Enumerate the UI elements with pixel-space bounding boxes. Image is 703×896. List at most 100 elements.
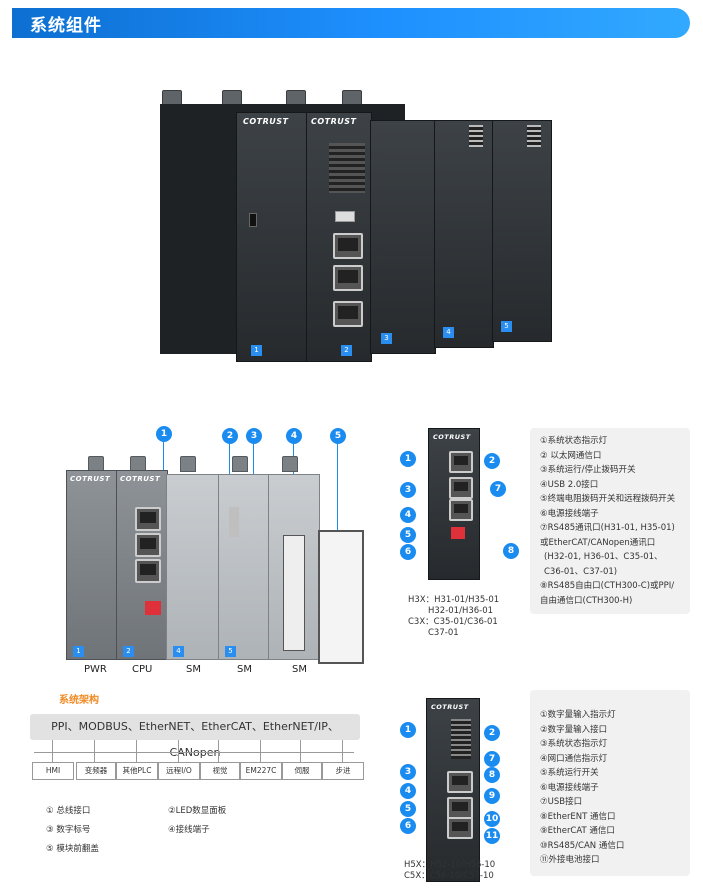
cpu-led-panel bbox=[329, 143, 365, 193]
ethernet-port bbox=[135, 559, 161, 583]
photo-brand-pwr: COTRUST bbox=[243, 117, 289, 126]
device-inverter: 变频器 bbox=[76, 762, 116, 780]
desc-item: ⑦USB接口 bbox=[540, 797, 583, 807]
legend-item: ① 总线接口 bbox=[46, 806, 91, 816]
diagram-brand-pwr: COTRUST bbox=[70, 475, 111, 483]
desc-item: 自由通信口(CTH300-H) bbox=[540, 595, 633, 606]
module-label-sm3: SM bbox=[292, 664, 307, 675]
ethernet-port bbox=[135, 533, 161, 557]
cpu-models: H3X：H31-01/H35-01 H32-01/H36-01 C3X：C35-… bbox=[408, 595, 528, 639]
device-servo: 伺服 bbox=[282, 762, 322, 780]
protocol-connector bbox=[178, 740, 179, 762]
mount-tab bbox=[232, 456, 248, 472]
cpu-description-panel: ①系统状态指示灯 ② 以太网通信口 ③系统运行/停止拨码开关 ④USB 2.0接… bbox=[530, 428, 690, 614]
photo-module-pwr: COTRUST 1 bbox=[236, 112, 308, 362]
callout-line bbox=[163, 442, 164, 472]
model-line: H5X：H52-10/H56-10 bbox=[404, 860, 496, 870]
photo-brand-cpu: COTRUST bbox=[311, 117, 357, 126]
callout-line bbox=[337, 444, 338, 530]
module-leds bbox=[469, 125, 483, 147]
cpu-description-list: ①系统状态指示灯 ② 以太网通信口 ③系统运行/停止拨码开关 ④USB 2.0接… bbox=[540, 434, 675, 608]
desc-item: ④USB 2.0接口 bbox=[540, 479, 599, 490]
system-architecture-title: 系统架构 bbox=[59, 695, 99, 706]
model-line: C3X：C35-01/C36-01 bbox=[408, 617, 498, 627]
h5-front-module: COTRUST bbox=[426, 698, 480, 882]
ethernet-port bbox=[447, 771, 473, 793]
module-label-sm2: SM bbox=[237, 664, 252, 675]
ethernet-port bbox=[135, 507, 161, 531]
photo-num-4: 4 bbox=[443, 327, 454, 338]
desc-item: ⑥电源接线端子 bbox=[540, 782, 599, 793]
ethernet-port bbox=[449, 477, 473, 499]
h5-description-list: ①数字量输入指示灯 ②数字量输入接口 ③系统状态指示灯 ④网口通信指示灯 ⑤系统… bbox=[540, 708, 624, 868]
device-em227c: EM227C bbox=[240, 762, 282, 780]
legend-item: ⑤ 模块前翻盖 bbox=[46, 844, 99, 854]
device-vision: 视觉 bbox=[200, 762, 240, 780]
module-label-pwr: PWR bbox=[84, 664, 107, 675]
ethernet-port bbox=[333, 301, 363, 327]
pwr-switch bbox=[249, 213, 257, 227]
section-title: 系统组件 bbox=[30, 16, 102, 36]
diagram-module-sm2: 5 bbox=[218, 474, 270, 660]
h5-callout-1: 1 bbox=[400, 722, 416, 738]
h5-callout-4: 4 bbox=[400, 783, 416, 799]
desc-item: ⑩RS485/CAN 通信口 bbox=[540, 840, 625, 851]
ethernet-port bbox=[447, 817, 473, 839]
legend: ① 总线接口 ②LED数显面板 ③ 数字标号 ④接线端子 ⑤ 模块前翻盖 bbox=[46, 804, 346, 864]
cpu-callout-4: 4 bbox=[400, 507, 416, 523]
legend-item: ②LED数显面板 bbox=[168, 806, 227, 816]
callout-4: 4 bbox=[286, 428, 302, 444]
product-photo: COTRUST 1 COTRUST 2 3 4 5 bbox=[160, 90, 552, 380]
desc-item: ④网口通信指示灯 bbox=[540, 753, 608, 764]
photo-module-io: 3 bbox=[370, 120, 436, 354]
dip-switch bbox=[451, 527, 465, 539]
protocol-connector bbox=[94, 740, 95, 762]
device-remote-io: 远程I/O bbox=[158, 762, 200, 780]
protocol-connector bbox=[260, 740, 261, 762]
ethernet-port bbox=[333, 233, 363, 259]
diagram-num-2: 2 bbox=[123, 646, 134, 657]
ethernet-port bbox=[449, 451, 473, 473]
photo-module-sm1: 4 bbox=[434, 120, 494, 348]
desc-item: ③系统状态指示灯 bbox=[540, 739, 608, 749]
h5-front-brand: COTRUST bbox=[431, 703, 469, 711]
cpu-callout-6: 6 bbox=[400, 544, 416, 560]
diagram-module-sm1: 4 bbox=[166, 474, 220, 660]
protocol-connector bbox=[218, 740, 219, 762]
device-stepper: 步进 bbox=[322, 762, 364, 780]
diagram-module-cpu: COTRUST 2 bbox=[116, 470, 168, 660]
desc-item: ⑥电源接线端子 bbox=[540, 508, 599, 519]
desc-item: ⑤系统运行开关 bbox=[540, 768, 599, 778]
photo-num-2: 2 bbox=[341, 345, 352, 356]
h5-callout-3: 3 bbox=[400, 764, 416, 780]
h5-callout-8: 8 bbox=[484, 767, 500, 783]
protocol-bar: PPI、MODBUS、EtherNET、EtherCAT、EtherNET/IP… bbox=[30, 714, 360, 759]
cpu-callout-5: 5 bbox=[400, 527, 416, 543]
h5-callout-5: 5 bbox=[400, 801, 416, 817]
photo-num-3: 3 bbox=[381, 333, 392, 344]
callout-3: 3 bbox=[246, 428, 262, 444]
desc-item: ⑧EtherENT 通信口 bbox=[540, 811, 616, 822]
h5-description-panel: ①数字量输入指示灯 ②数字量输入接口 ③系统状态指示灯 ④网口通信指示灯 ⑤系统… bbox=[530, 690, 690, 876]
ethernet-port bbox=[447, 797, 473, 819]
cpu-callout-2: 2 bbox=[484, 453, 500, 469]
desc-item: ②数字量输入接口 bbox=[540, 724, 608, 735]
diagram-num-4: 4 bbox=[173, 646, 184, 657]
callout-2: 2 bbox=[222, 428, 238, 444]
protocol-connector bbox=[136, 740, 137, 762]
led-panel bbox=[229, 507, 239, 537]
callout-1: 1 bbox=[156, 426, 172, 442]
photo-module-sm2: 5 bbox=[492, 120, 552, 342]
terminal-block bbox=[283, 535, 305, 651]
mount-tab bbox=[282, 456, 298, 472]
h5-callout-10: 10 bbox=[484, 811, 500, 827]
cpu-callout-7: 7 bbox=[490, 481, 506, 497]
h5-callout-7: 7 bbox=[484, 751, 500, 767]
photo-num-5: 5 bbox=[501, 321, 512, 332]
desc-item: (H32-01, H36-01、C35-01、 bbox=[544, 552, 663, 562]
device-hmi: HMI bbox=[32, 762, 74, 780]
section-header-bar bbox=[12, 8, 690, 38]
h5-callout-2: 2 bbox=[484, 725, 500, 741]
desc-item: ⑨EtherCAT 通信口 bbox=[540, 826, 615, 836]
desc-item: ⑤终端电阻拨码开关和远程拨码开关 bbox=[540, 494, 676, 504]
